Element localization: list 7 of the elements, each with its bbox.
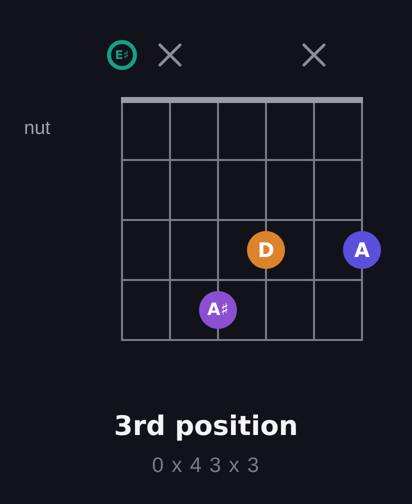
fingering-text: 0 x 4 3 x 3 xyxy=(152,454,260,478)
open-string-ring: E♯ xyxy=(107,40,137,70)
position-heading: 3rd position xyxy=(114,411,298,442)
finger-dot: A♯ xyxy=(199,291,237,329)
nut-label: nut xyxy=(24,118,50,140)
finger-dot: A xyxy=(343,231,381,269)
finger-dot: D xyxy=(247,231,285,269)
